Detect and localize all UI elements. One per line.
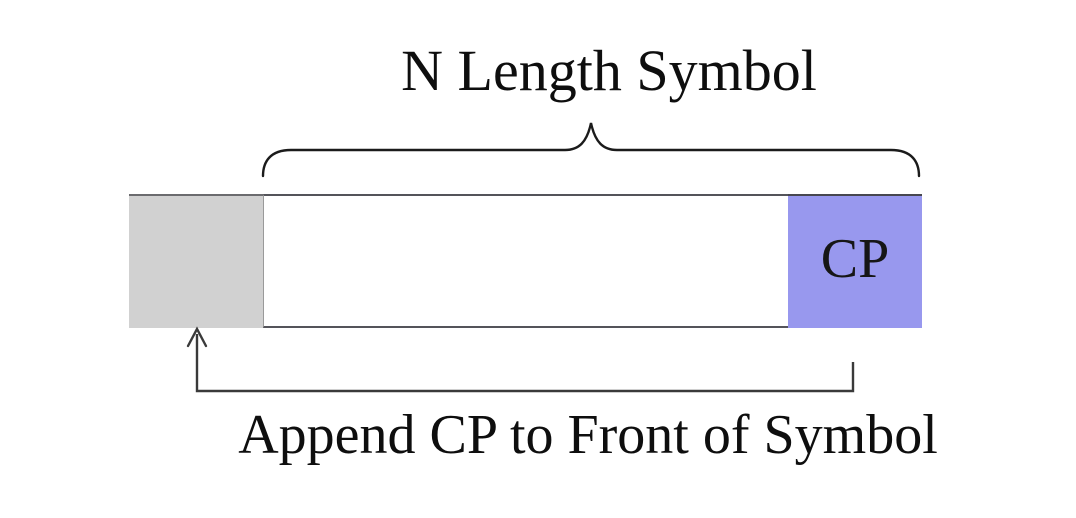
n-length-symbol-label: N Length Symbol bbox=[401, 38, 817, 103]
append-arrow-icon bbox=[186, 326, 855, 393]
curly-brace-path bbox=[261, 122, 921, 178]
cp-block: CP bbox=[788, 194, 922, 328]
prefix-destination-block bbox=[129, 194, 263, 328]
append-cp-label: Append CP to Front of Symbol bbox=[238, 404, 938, 466]
cp-label: CP bbox=[820, 228, 890, 290]
curly-brace-icon bbox=[261, 122, 921, 178]
symbol-body-block bbox=[263, 194, 788, 328]
append-arrowhead bbox=[186, 326, 208, 348]
append-arrow-path bbox=[195, 334, 855, 393]
